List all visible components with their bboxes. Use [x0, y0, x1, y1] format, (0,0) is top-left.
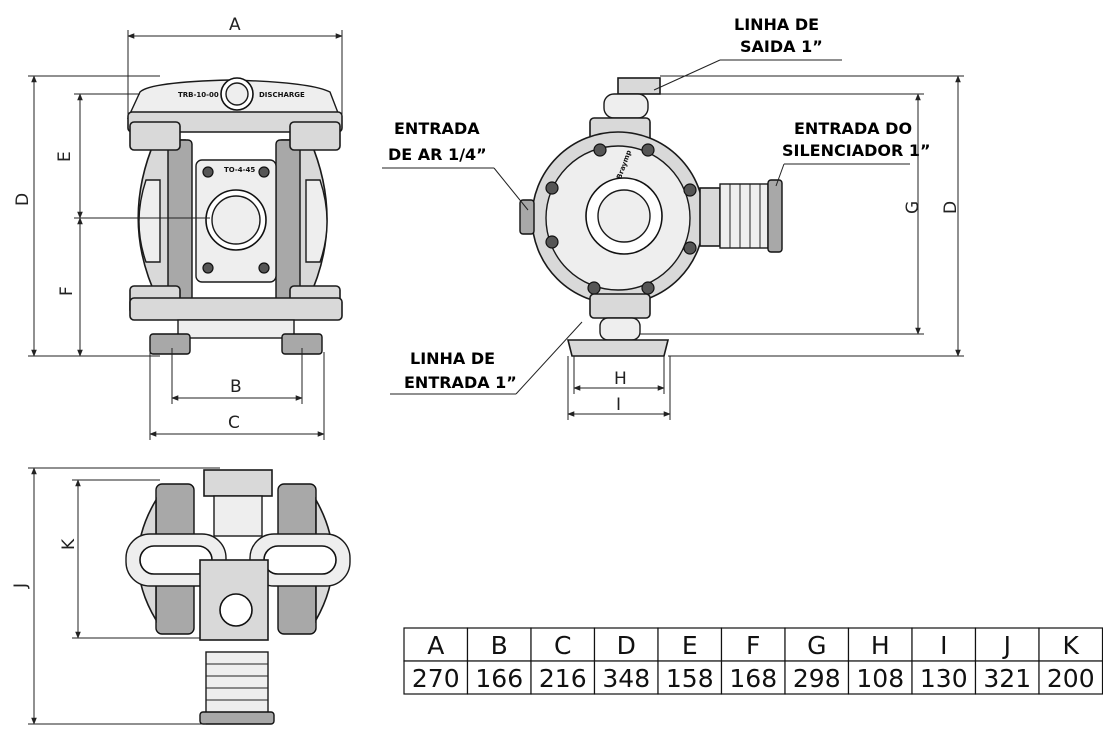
table-value-cell-box [657, 660, 723, 695]
table-header-cell-box [847, 627, 913, 662]
table-header-cell: C [554, 631, 571, 660]
table-value-cell: 200 [1047, 664, 1095, 693]
top-view: J K [11, 467, 351, 725]
dim-f-label: F [57, 286, 77, 296]
svg-text:DE AR 1/4”: DE AR 1/4” [388, 145, 487, 164]
center-body: TO-4-45 [195, 159, 277, 283]
dim-j-label: J [11, 583, 31, 589]
table-header-cell: J [1002, 631, 1011, 660]
manifold-text: DISCHARGE [259, 91, 305, 99]
dim-d-label-side: D [941, 201, 961, 214]
table-header-cell-box [1038, 627, 1103, 662]
inlet-manifold [129, 297, 343, 355]
callout-outlet-line: LINHA DE SAIDA 1” [653, 15, 842, 91]
callout-inlet-line: LINHA DE ENTRADA 1” [390, 321, 583, 395]
table-header-cell-box [911, 627, 977, 662]
table-value-cell-box [847, 660, 913, 695]
side-view: Braymp LINHA DE SAIDA 1” ENTRADA DE AR 1… [382, 15, 964, 420]
table-value-cell-box [466, 660, 532, 695]
manifold-code: TRB-10-00 [178, 91, 219, 99]
dimension-table: A 270 B 166 C 216 D 348 E 158 F 168 G 298 H 108 I 130 J 321… [403, 627, 1103, 695]
table-header-cell: G [807, 631, 826, 660]
left-chamber [129, 121, 193, 315]
svg-text:SAIDA 1”: SAIDA 1” [740, 37, 823, 56]
table-header-cell: F [746, 631, 760, 660]
table-value-cell: 130 [920, 664, 968, 693]
table-header-cell-box [403, 627, 469, 662]
front-view: TRB-10-00 DISCHARGE TO-4 [13, 15, 343, 440]
table-header-cell-box [530, 627, 596, 662]
table-header-cell: K [1063, 631, 1080, 660]
dim-g-label: G [903, 201, 923, 214]
table-value-cell: 270 [412, 664, 460, 693]
table-value-cell: 298 [793, 664, 841, 693]
table-value-cell: 348 [602, 664, 650, 693]
table-header-cell: H [871, 631, 890, 660]
table-value-cell: 158 [666, 664, 714, 693]
plate-code: TO-4-45 [224, 166, 255, 174]
dim-i-label: I [616, 395, 621, 415]
table-value-cell: 108 [856, 664, 904, 693]
table-value-cell-box [720, 660, 786, 695]
table-value-cell-box [784, 660, 850, 695]
dim-k-label: K [59, 538, 79, 550]
table-header-cell-box [720, 627, 786, 662]
table-header-cell: I [940, 631, 947, 660]
svg-text:ENTRADA 1”: ENTRADA 1” [404, 373, 517, 392]
right-chamber [275, 121, 341, 315]
table-value-cell-box [403, 660, 469, 695]
table-header-cell: D [617, 631, 636, 660]
callout-muffler-inlet: ENTRADA DO SILENCIADOR 1” [775, 119, 931, 187]
table-header-cell-box [974, 627, 1040, 662]
svg-text:LINHA DE: LINHA DE [410, 349, 495, 368]
table-value-cell: 321 [983, 664, 1031, 693]
discharge-manifold: TRB-10-00 DISCHARGE [126, 77, 343, 133]
dim-a-label: A [229, 15, 241, 35]
svg-text:ENTRADA: ENTRADA [394, 119, 480, 138]
table-value-cell: 168 [729, 664, 777, 693]
table-header-cell-box [593, 627, 659, 662]
table-header-cell: A [427, 631, 444, 660]
table-value-cell: 166 [475, 664, 523, 693]
table-value-cell: 216 [539, 664, 587, 693]
table-header-cell: E [682, 631, 698, 660]
table-value-cell-box [530, 660, 596, 695]
dim-c-label: C [228, 413, 240, 433]
svg-text:ENTRADA DO: ENTRADA DO [794, 119, 912, 138]
dim-d-label-front: D [13, 193, 33, 206]
svg-text:LINHA DE: LINHA DE [734, 15, 819, 34]
dim-e-label: E [55, 151, 75, 162]
dim-b-label: B [230, 377, 242, 397]
svg-text:SILENCIADOR 1”: SILENCIADOR 1” [782, 141, 931, 160]
table-header-cell: B [491, 631, 508, 660]
dim-h-label: H [614, 369, 627, 389]
callout-air-inlet: ENTRADA DE AR 1/4” [382, 119, 529, 211]
